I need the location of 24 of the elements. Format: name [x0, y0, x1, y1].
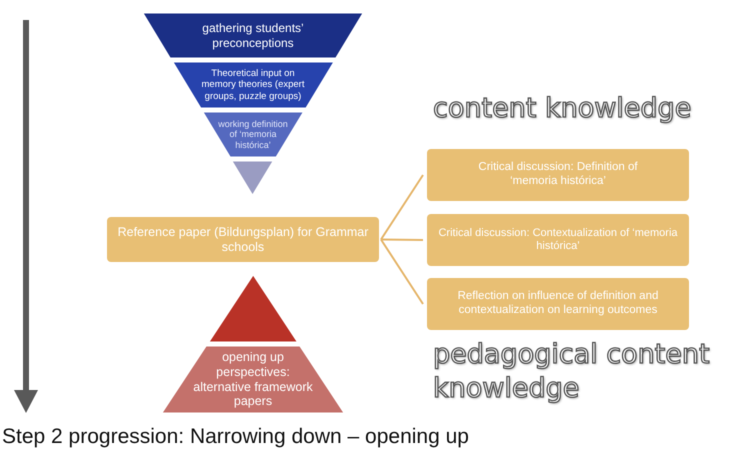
process-box [107, 217, 379, 262]
funnel-segment [202, 112, 304, 157]
node-text: working definition of ‘memoria histórica’ [217, 118, 289, 150]
triangle-segment [232, 161, 274, 195]
node-text: Theoretical input on memory theories (expert groups, puzzle groups) [200, 68, 306, 102]
node-text: Reference paper (Bildungsplan) for Grammar schools [116, 224, 370, 254]
heading-label: pedagogical content knowledge [433, 338, 712, 406]
node-text: Critical discussion: Contextualization of ‘memoria histórica’ [437, 227, 679, 253]
node-text: gathering students’ preconceptions [201, 21, 305, 50]
node-text: Reflection on influence of definition and contextualization on learning outcomes [456, 290, 660, 318]
process-box [427, 149, 689, 201]
caption: Step 2 progression: Narrowing down – opening up [2, 425, 469, 449]
process-box [427, 214, 689, 266]
process-box [427, 278, 689, 330]
connector-line [380, 238, 424, 305]
heading-label: content knowledge [433, 92, 692, 126]
node-text: Critical discussion: Definition of ‘memoria histórica’ [477, 161, 639, 189]
triangle-segment [208, 275, 298, 342]
funnel-segment [172, 62, 334, 108]
connector-line [380, 238, 424, 241]
funnel-segment [162, 346, 344, 413]
funnel-segment [143, 13, 363, 58]
connector-line [380, 174, 424, 240]
node-text: opening up perspectives: alternative framework papers [192, 350, 314, 409]
